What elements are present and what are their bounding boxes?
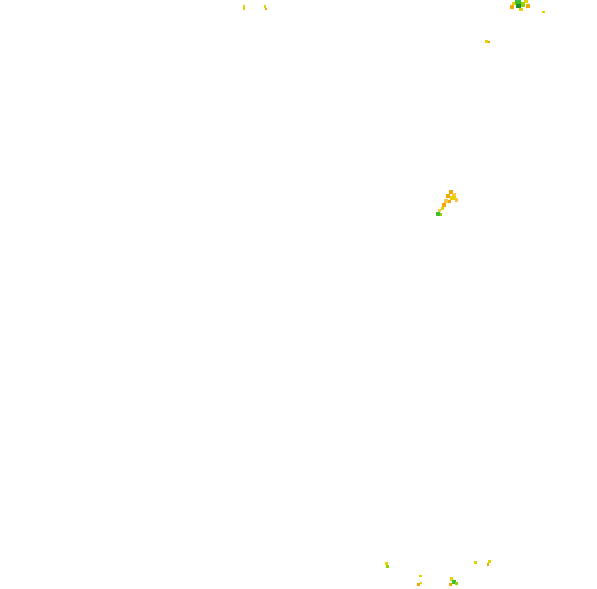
map-pixel — [441, 207, 444, 210]
map-pixel — [264, 5, 266, 8]
map-pixel — [440, 213, 442, 216]
map-pixel — [386, 565, 389, 568]
map-pixel — [512, 2, 516, 5]
map-pixel — [449, 190, 453, 194]
pixel-cluster-top-right — [510, 0, 545, 13]
pixel-cluster-upper-right-dot — [485, 40, 490, 43]
map-pixel — [438, 209, 441, 212]
map-pixel — [450, 196, 456, 200]
pixel-cluster-top-left-b — [264, 5, 267, 10]
pixel-cluster-center-right-streak — [436, 190, 458, 216]
map-pixel — [448, 200, 451, 203]
pixel-cluster-bottom-d — [449, 577, 458, 586]
map-pixel — [488, 41, 490, 43]
map-pixel — [524, 0, 528, 3]
map-pixel — [516, 4, 521, 8]
map-pixel — [452, 193, 456, 197]
map-pixel — [542, 11, 545, 13]
map-pixel — [450, 577, 453, 581]
map-pixel — [487, 563, 489, 566]
pixel-cluster-bottom-c — [417, 575, 422, 586]
map-pixel — [474, 561, 477, 564]
map-pixel — [452, 580, 456, 584]
map-pixel — [488, 560, 491, 563]
map-pixel — [417, 583, 420, 586]
map-pixel — [521, 2, 525, 7]
map-pixel — [446, 194, 450, 198]
map-pixel — [243, 5, 245, 10]
map-pixel — [510, 5, 514, 9]
map-pixel — [455, 582, 458, 585]
map-pixel — [449, 583, 452, 586]
map-pixel — [444, 199, 448, 203]
map-pixel — [419, 575, 422, 577]
pixel-cluster-bottom-a — [385, 562, 389, 568]
map-pixel — [515, 0, 521, 4]
map-pixel — [436, 212, 440, 216]
pixel-cluster-top-left-a — [243, 5, 245, 10]
map-pixel — [385, 562, 388, 565]
map-pixel — [519, 8, 523, 11]
map-pixel — [455, 198, 458, 202]
map-pixel — [526, 4, 530, 8]
map-pixel — [265, 8, 267, 10]
map-pixel — [420, 582, 422, 584]
map-pixel — [485, 40, 488, 43]
pixel-cluster-bottom-b — [474, 560, 491, 566]
map-pixel — [442, 203, 446, 207]
